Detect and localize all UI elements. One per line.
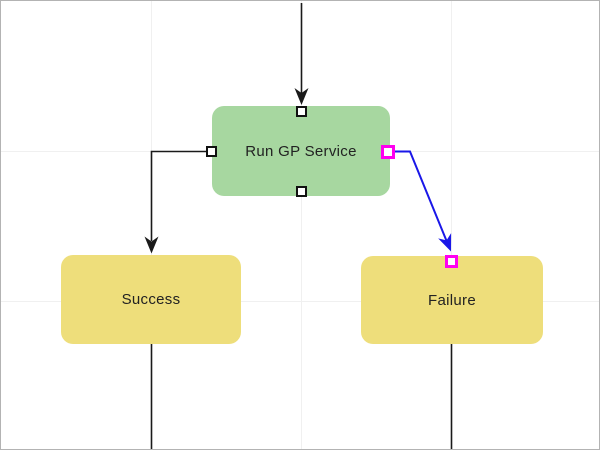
node-failure[interactable]: Failure: [361, 256, 543, 344]
port-run-gp-right-selected[interactable]: [381, 145, 395, 159]
node-label: Run GP Service: [245, 142, 357, 160]
node-label: Failure: [428, 291, 476, 309]
connector-run-gp-to-success[interactable]: [150, 150, 207, 242]
port-failure-top-selected[interactable]: [445, 255, 458, 268]
port-run-gp-left[interactable]: [206, 146, 217, 157]
node-label: Success: [121, 291, 181, 308]
port-run-gp-bottom[interactable]: [296, 186, 307, 197]
node-success[interactable]: Success: [61, 255, 241, 344]
node-run-gp-service[interactable]: Run GP Service: [212, 106, 390, 196]
connector-run-gp-to-failure-selected[interactable]: [395, 150, 448, 243]
port-run-gp-top[interactable]: [296, 106, 307, 117]
